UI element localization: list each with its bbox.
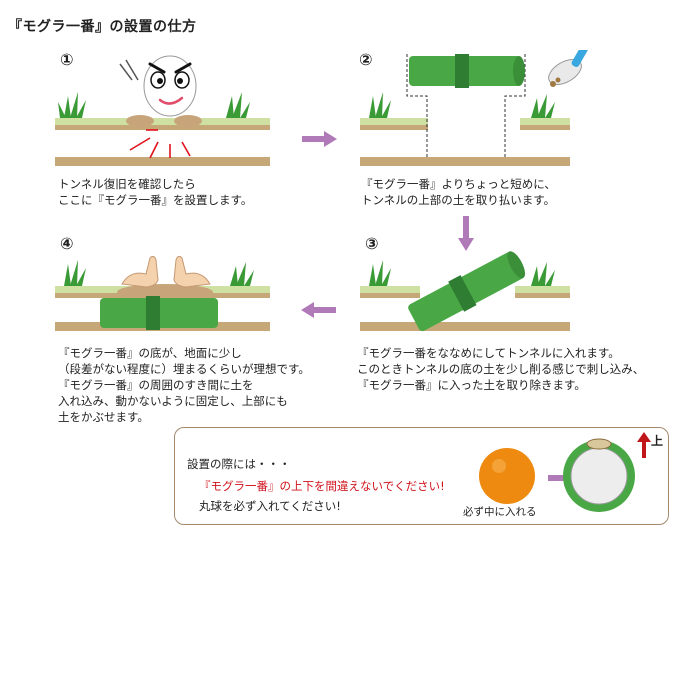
step-2-illustration: ② 『モグラ一番』よりちょっと短めに、 トンネルの上部の土を取り払います。 [355,50,591,207]
step-3-drawing [360,251,570,332]
tunnel-floor [55,157,270,166]
up-label: 上 [651,434,664,448]
step-3-illustration: ③ 『モグラ一番をななめにしてトンネルに入れます。 このときトンネルの底の土を少… [355,230,644,392]
step-3-number: ③ [365,234,379,253]
step-3-caption: 『モグラ一番をななめにしてトンネルに入れます。 このときトンネルの底の土を少し削… [357,346,645,392]
step-1-drawing [55,55,270,166]
dirt-mound-icon [117,284,213,300]
mole-tube-icon [408,251,526,332]
ball-icon [479,448,535,504]
up-arrow-icon [637,432,651,458]
tunnel-floor [360,157,570,166]
dirt-mound-icon [126,115,202,127]
mole-tube-icon [100,296,218,330]
step-4-drawing [55,255,270,331]
grass-tuft-icon [369,92,555,118]
ball-caption: 必ず中に入れる [463,506,537,518]
grass-tuft-icon [369,260,555,286]
grass-tuft-icon [58,92,250,118]
tube-cross-section-icon [563,438,635,512]
dig-outline [406,54,428,157]
hands-icon [121,255,211,288]
step-4-number: ④ [60,234,74,253]
page-title: 『モグラ一番』の設置の仕方 [8,19,197,35]
note-warning: 『モグラ一番』の上下を間違えないでください! [199,479,445,493]
arrow-right-icon [302,131,337,147]
step-4-caption: 『モグラ一番』の底が、地面に少し （段差がない程度に）埋まるくらいが理想です。 … [58,346,310,424]
arrow-left-icon [301,302,336,318]
step-1-illustration: ① [50,50,280,207]
grass-tuft-icon [64,260,254,286]
step-1-caption: トンネル復旧を確認したら ここに『モグラ一番』を設置します。 [58,177,253,207]
burst-lines-icon [129,129,191,159]
step-2-caption: 『モグラ一番』よりちょっと短めに、 トンネルの上部の土を取り払います。 [361,177,556,207]
installation-note-box: 設置の際には・・・ 『モグラ一番』の上下を間違えないでください! 丸球を必ず入れ… [174,427,669,525]
step-2-drawing [360,50,591,166]
step-1-number: ① [60,50,74,69]
step-2-number: ② [359,50,373,69]
surface-soil [55,125,270,130]
note-instruction: 丸球を必ず入れてください! [199,499,341,513]
mole-tube-icon [409,54,525,88]
step-4-illustration: ④ 『モグラ一番』の底が、地面に少し （段差がない程度に）埋まるくらいが理想です… [50,230,310,424]
scoop-icon [548,50,591,87]
mole-face-icon [119,55,197,117]
note-title: 設置の際には・・・ [187,457,291,471]
tunnel-floor [360,322,570,331]
grass-band [55,118,270,125]
arrow-down-icon [458,216,474,251]
